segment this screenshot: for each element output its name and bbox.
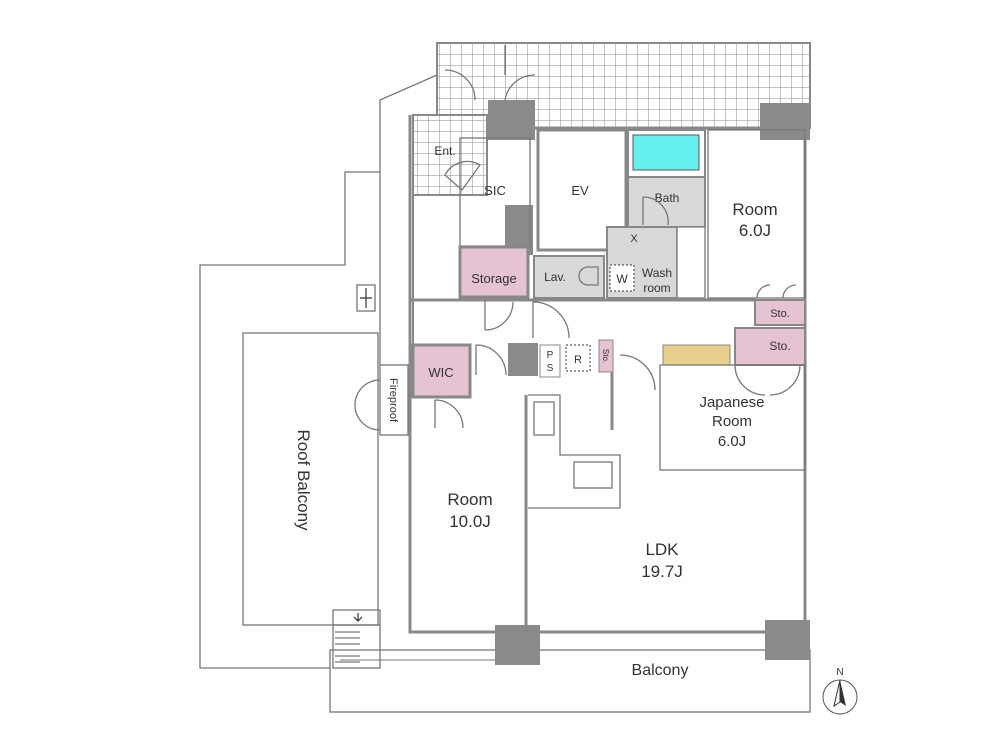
roof-balcony-area — [242, 332, 379, 626]
bath-door[interactable] — [642, 196, 669, 226]
column — [495, 625, 540, 665]
sto3-label: Sto. — [601, 349, 610, 363]
ev-label: EV — [571, 183, 589, 198]
room-b-label: Room — [447, 490, 492, 509]
japanese-room-label: Room — [712, 413, 752, 430]
wash-label: Wash — [642, 266, 672, 280]
room-door[interactable] — [475, 344, 507, 376]
toilet-icon — [578, 266, 599, 286]
bathtub — [632, 134, 700, 171]
porch-door[interactable] — [504, 45, 536, 101]
balcony: Balcony — [329, 649, 811, 713]
fireproof-label: Fireproof — [387, 378, 399, 423]
ps-p-label: P — [547, 350, 554, 361]
r-label: R — [574, 354, 582, 366]
entrance-floor — [412, 114, 488, 196]
column — [760, 103, 810, 140]
tokonoma — [662, 344, 731, 366]
balcony-label: Balcony — [632, 662, 689, 679]
column — [765, 620, 810, 660]
w-label: W — [616, 272, 628, 286]
closet-door[interactable] — [734, 364, 801, 396]
pipe-space — [539, 344, 561, 378]
storage-sto-3 — [598, 339, 614, 373]
north-compass-icon: N — [822, 667, 858, 715]
kitchen-door[interactable] — [619, 354, 656, 391]
room-a-label: Room — [732, 200, 777, 219]
room-wic — [411, 343, 472, 399]
ladder-icon — [360, 288, 372, 308]
storage-sto-2 — [734, 327, 806, 366]
fireproof-door[interactable]: Fireproof — [354, 364, 409, 436]
x-label: X — [630, 233, 638, 245]
closet-door[interactable] — [756, 284, 797, 299]
ps-s-label: S — [547, 363, 554, 374]
vanity — [676, 226, 706, 299]
storage-door[interactable] — [484, 300, 514, 331]
entrance-label: Ent. — [434, 144, 455, 158]
room-b-size: 10.0J — [449, 512, 491, 531]
roof-balcony-label: Roof Balcony — [294, 429, 313, 531]
column — [488, 100, 535, 140]
wic-door[interactable] — [434, 399, 464, 429]
room-japanese — [659, 364, 806, 471]
north-label: N — [836, 667, 843, 678]
gate-door[interactable] — [444, 69, 476, 101]
japanese-size: 6.0J — [718, 433, 746, 450]
bath-label: Bath — [655, 191, 680, 205]
storage-label: Storage — [471, 271, 517, 286]
room-ev — [536, 128, 628, 252]
entrance-door[interactable] — [444, 160, 481, 191]
column — [508, 343, 538, 376]
lav-label: Lav. — [544, 270, 566, 284]
washroom-label: room — [643, 281, 670, 295]
storage-sto-1 — [754, 299, 806, 326]
room-a-size: 6.0J — [739, 221, 771, 240]
room-lav — [533, 255, 605, 299]
room-storage — [458, 245, 530, 299]
roof-balcony: Roof Balcony — [199, 74, 438, 669]
sto2-label: Sto. — [769, 339, 790, 353]
ldk-label: LDK — [645, 540, 679, 559]
kitchen — [528, 394, 621, 509]
hatch-icon — [356, 284, 376, 312]
room-bath — [627, 176, 706, 228]
sic-label: SIC — [484, 183, 506, 198]
japanese-label: Japanese — [699, 394, 764, 411]
wic-label: WIC — [428, 365, 453, 380]
lav-door[interactable] — [532, 301, 570, 339]
sto1-label: Sto. — [770, 308, 790, 320]
stairs — [332, 609, 381, 669]
washer-space — [609, 264, 635, 292]
fridge-space — [565, 344, 591, 372]
ldk-size: 19.7J — [641, 562, 683, 581]
